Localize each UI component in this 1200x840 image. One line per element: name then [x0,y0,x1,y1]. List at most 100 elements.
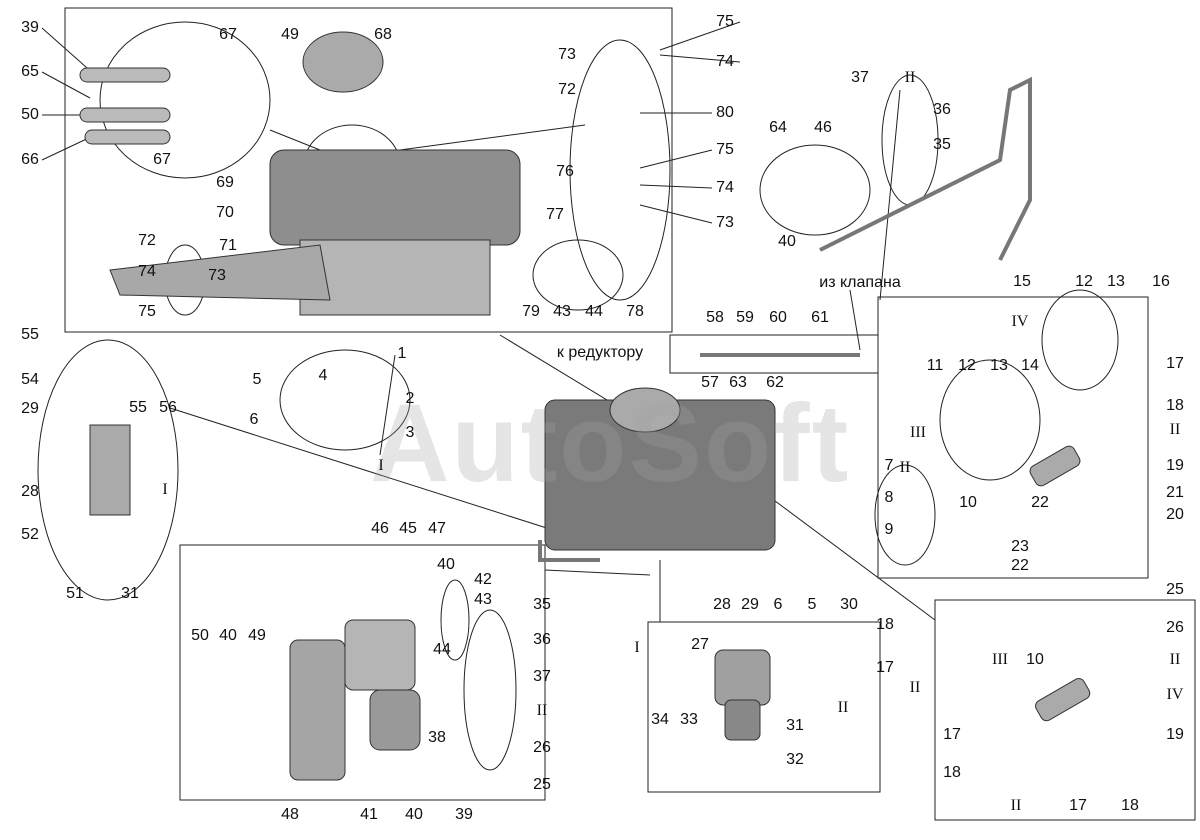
part-label: 36 [533,631,551,648]
panel-fittings [877,296,1149,579]
part-label: 10 [959,494,977,511]
part-label: 32 [786,751,804,768]
part-label: 9 [884,521,894,538]
part-label: 72 [138,232,156,249]
part-label: 18 [943,764,961,781]
part-label: III [910,424,926,441]
part-label: 25 [1166,581,1184,598]
part-label: 10 [1026,651,1044,668]
part-label: 69 [216,174,234,191]
tank-cap [302,31,384,93]
part-label: 30 [840,596,858,613]
fuel-filter [289,639,346,781]
part-label: 55 [129,399,147,416]
part-label: 3 [405,424,415,441]
part-label: 79 [522,303,540,320]
part-label: 4 [318,367,328,384]
part-label: 62 [766,374,784,391]
part-label: 77 [546,206,564,223]
part-label: 34 [651,711,669,728]
part-label: 12 [1075,273,1093,290]
part-label: 57 [701,374,719,391]
part-label: 31 [121,585,139,602]
part-label: 68 [374,26,392,43]
part-label: 48 [281,806,299,823]
part-label: I [378,457,384,474]
part-label: 44 [585,303,603,320]
part-label: 38 [428,729,446,746]
part-label: 25 [533,776,551,793]
part-label: II [904,69,916,86]
part-label: III [992,651,1008,668]
part-label: 66 [21,151,39,168]
part-label: 17 [943,726,961,743]
part-label: 43 [553,303,571,320]
part-label: 73 [208,267,226,284]
part-label: 56 [159,399,177,416]
part-label: 74 [138,263,156,280]
part-label: 71 [219,237,237,254]
part-label: 75 [138,303,156,320]
part-label: 73 [558,46,576,63]
part-label: 46 [371,520,389,537]
part-label: I [162,481,168,498]
part-label: 74 [716,179,734,196]
part-label: 18 [1121,797,1139,814]
part-label: 37 [851,69,869,86]
panel-valve-line [669,334,879,374]
part-label: 33 [680,711,698,728]
part-label: I [634,639,640,656]
part-label: 75 [716,141,734,158]
part-label: 75 [716,13,734,30]
part-label: 18 [1166,397,1184,414]
part-label: 28 [713,596,731,613]
part-label: 6 [773,596,783,613]
part-label: 27 [691,636,709,653]
part-label: 76 [556,163,574,180]
part-label: 42 [474,571,492,588]
part-label: 13 [1107,273,1125,290]
part-label: 60 [769,309,787,326]
part-label: 41 [360,806,378,823]
part-label: 36 [933,101,951,118]
part-label: IV [1011,313,1029,330]
part-label: II [909,679,921,696]
part-label: 11 [926,357,944,374]
part-label: 50 [191,627,209,644]
part-label: 8 [884,489,894,506]
part-label: 55 [21,326,39,343]
part-label: 73 [716,214,734,231]
part-label: 23 [1011,538,1029,555]
part-label: 78 [626,303,644,320]
part-label: 19 [1166,457,1184,474]
part-label: 29 [741,596,759,613]
part-label: 80 [716,104,734,121]
part-label: 67 [153,151,171,168]
part-label: 13 [990,357,1008,374]
part-label: 50 [21,106,39,123]
part-label: 39 [455,806,473,823]
part-label: 35 [933,136,951,153]
reducer [714,649,771,706]
part-label: 18 [876,616,894,633]
part-label: 21 [1166,484,1184,501]
part-label: 5 [807,596,817,613]
part-label: 17 [876,659,894,676]
part-label: 6 [249,411,259,428]
part-label: 61 [811,309,829,326]
part-label: 46 [814,119,832,136]
part-label: 44 [433,641,451,658]
part-label: 58 [706,309,724,326]
part-label: 65 [21,63,39,80]
part-label: 35 [533,596,551,613]
part-label: 47 [428,520,446,537]
part-label: 7 [884,457,894,474]
part-label: 26 [533,739,551,756]
part-label: 17 [1069,797,1087,814]
part-label: 29 [21,400,39,417]
caption-from-valve: из клапана [819,274,901,291]
part-label: II [1169,421,1181,438]
valve-block [89,424,131,516]
